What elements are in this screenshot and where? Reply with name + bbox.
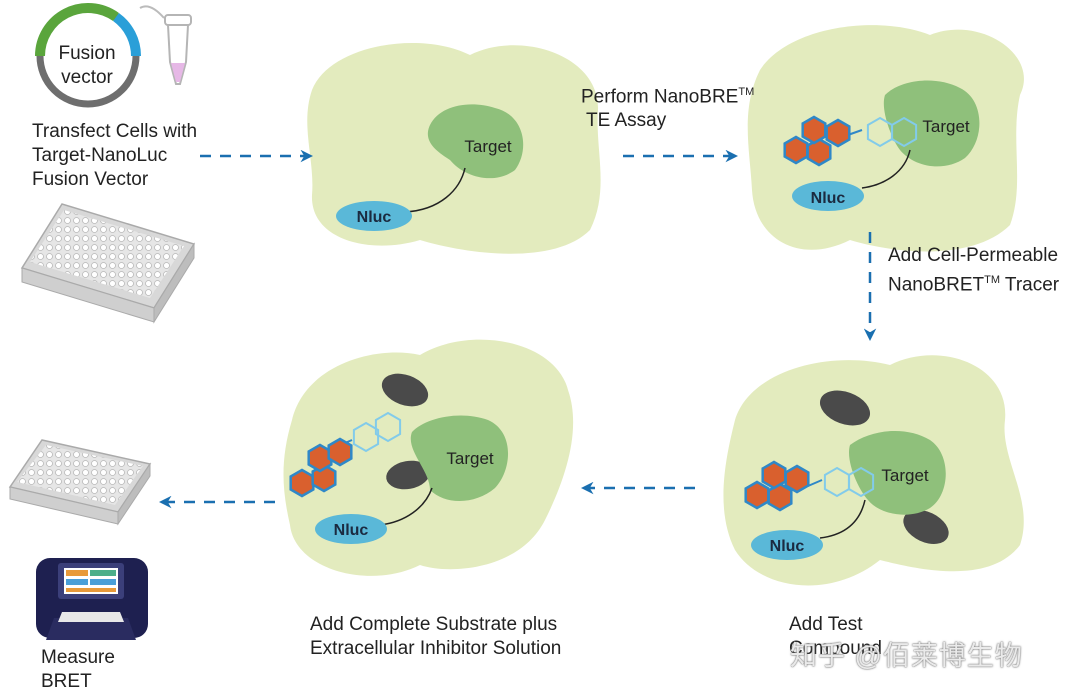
step-substrate-label: Add Complete Substrate plus Extracellula… — [310, 613, 561, 661]
target-label: Target — [464, 137, 512, 156]
cell-1: Target Nluc — [307, 42, 601, 254]
nluc-enzyme — [792, 181, 864, 211]
tracer-molecule — [289, 412, 402, 498]
nluc-enzyme — [751, 530, 823, 560]
target-label: Target — [922, 117, 970, 136]
well-plate-icon — [20, 203, 196, 324]
step-perform-line2: TE Assay — [586, 110, 667, 132]
target-protein — [427, 104, 524, 179]
target-label: Target — [881, 466, 929, 485]
tracer-molecule — [783, 115, 918, 167]
target-protein — [849, 430, 946, 515]
step-substrate-line2: Extracellular Inhibitor Solution — [310, 638, 562, 659]
step-tracer-line1: Add Cell-Permeable — [888, 245, 1059, 266]
tube-icon — [139, 5, 192, 85]
step-perform-line1: Perform NanoBRE — [581, 86, 739, 108]
cell-2: Target Nluc — [747, 25, 1024, 252]
step-measure-label: Measure BRET — [41, 646, 115, 694]
step-transfect-line3: Fusion Vector — [32, 169, 149, 190]
cell-3: Target Nluc — [723, 355, 1024, 586]
target-protein — [410, 415, 509, 502]
step-perform-label: Perform NanoBRETM TE Assay — [581, 80, 754, 133]
step-transfect-label: Transfect Cells with Target-NanoLuc Fusi… — [32, 120, 197, 192]
cell-4: Target Nluc — [283, 339, 574, 576]
vector-label-line2: vector — [61, 67, 113, 88]
nluc-label: Nluc — [811, 190, 846, 207]
nluc-label: Nluc — [770, 538, 805, 555]
test-compound — [903, 510, 949, 544]
step-tracer-label: Add Cell-Permeable NanoBRETTM Tracer — [888, 244, 1059, 297]
step-measure-line2: BRET — [41, 671, 92, 692]
arrows — [159, 149, 877, 509]
cell-body — [747, 25, 1024, 252]
fusion-vector-icon: Fusion vector — [35, 3, 141, 108]
test-compound — [381, 373, 429, 407]
step-compound-label: Add Test Compound — [789, 613, 882, 661]
well-plate-icon — [8, 439, 152, 526]
step-measure-line1: Measure — [41, 647, 115, 668]
nluc-enzyme — [315, 514, 387, 544]
nluc-label: Nluc — [334, 522, 369, 539]
tracer-molecule — [744, 460, 875, 512]
test-compound — [386, 460, 430, 490]
nluc-enzyme — [336, 201, 412, 231]
step-substrate-line1: Add Complete Substrate plus — [310, 614, 558, 635]
target-label: Target — [446, 449, 494, 468]
trademark-mark: TM — [984, 274, 1000, 286]
step-transfect-line2: Target-NanoLuc — [32, 145, 168, 166]
vector-label-line1: Fusion — [58, 43, 115, 64]
test-compound — [819, 390, 871, 426]
step-compound-line2: Compound — [789, 638, 882, 659]
step-tracer-line2-post: Tracer — [1000, 274, 1060, 296]
trademark-mark: TM — [738, 86, 755, 98]
step-tracer-line2-pre: NanoBRET — [888, 274, 985, 296]
nluc-label: Nluc — [357, 209, 392, 226]
watermark: 知乎 @佰莱博生物 — [790, 641, 1023, 671]
step-compound-line1: Add Test — [789, 614, 863, 635]
step-transfect-line1: Transfect Cells with — [32, 121, 198, 142]
plate-reader-icon — [36, 558, 148, 640]
